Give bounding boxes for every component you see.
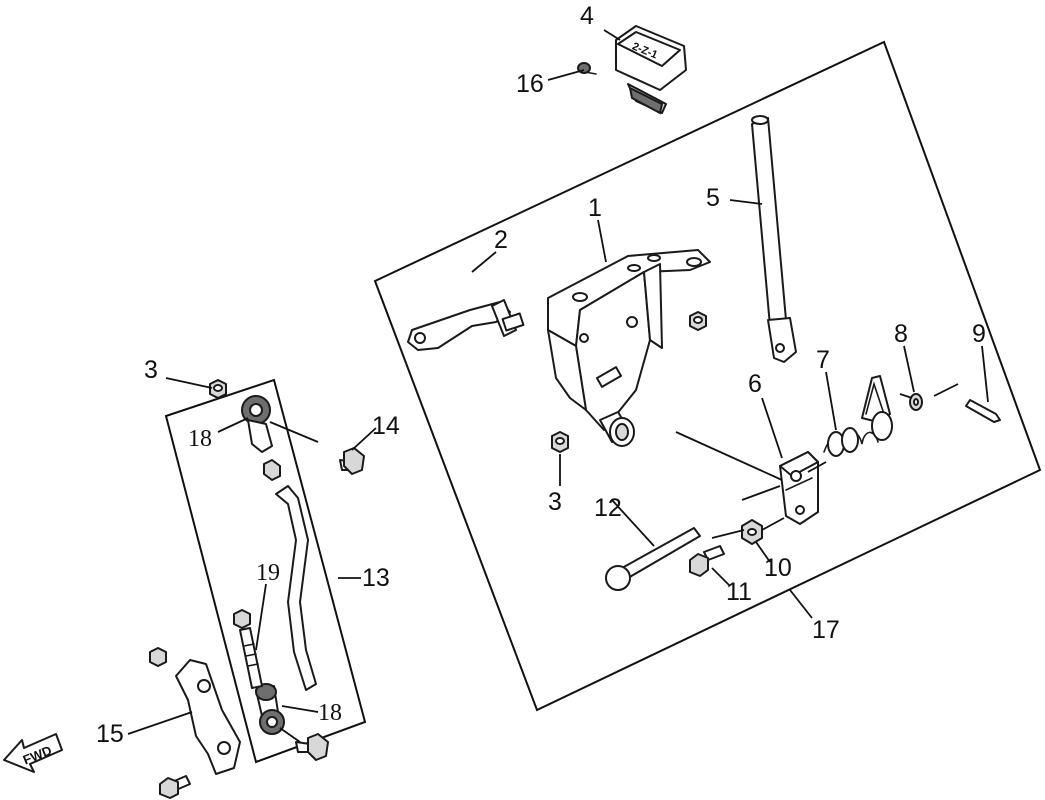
part-13-link-rod [275, 485, 317, 691]
callout-4: 4 [580, 2, 594, 30]
callout-15: 15 [96, 720, 124, 748]
callout-7: 7 [816, 346, 830, 374]
callout-8: 8 [894, 320, 908, 348]
part-5-shift-lever [751, 115, 797, 363]
callout-16: 16 [516, 70, 544, 98]
part-3-nut-linkage [209, 379, 227, 399]
part-19-adjusting-rod [233, 609, 263, 689]
callout-6: 6 [748, 370, 762, 398]
part-10-nut [741, 519, 763, 545]
part-8-washer [909, 393, 923, 411]
callout-11: 11 [726, 578, 752, 606]
callout-18-upper: 18 [188, 426, 212, 452]
part-1-bracket [547, 249, 711, 447]
part-2-shift-arm [407, 299, 525, 351]
assembly-frame-17 [373, 40, 1042, 712]
part-4-shift-knob: 2-Z-1 [615, 25, 687, 115]
part-3-nut-upper [689, 311, 707, 331]
part-9-cotter-pin [965, 399, 1001, 423]
part-3-nut-left-bracket [551, 431, 569, 453]
assembly-leaders [269, 383, 959, 743]
part-12-pivot-pin [605, 527, 701, 591]
forward-direction-arrow: FWD [3, 733, 63, 773]
callout-19: 19 [256, 560, 280, 586]
part-14-bolt [339, 447, 365, 475]
callout-17: 17 [812, 616, 840, 644]
callout-5: 5 [706, 184, 720, 212]
callout-13: 13 [362, 564, 390, 592]
callout-18-lower: 18 [318, 700, 342, 726]
part-6-pivot-block [779, 451, 819, 525]
callout-1: 1 [588, 194, 602, 222]
callout-12: 12 [594, 494, 622, 522]
part-16-screw [577, 62, 597, 75]
callout-10: 10 [764, 554, 792, 582]
callout-3-bracket: 3 [548, 488, 562, 516]
assembly-frame-13 [164, 378, 367, 764]
part-7-spring [823, 375, 893, 457]
part-18-rod-end-lower [255, 683, 285, 735]
callout-14: 14 [372, 412, 400, 440]
part-15-lower-bracket [149, 647, 241, 799]
callout-9: 9 [972, 320, 986, 348]
part-18-rod-end-upper [241, 395, 281, 481]
linkage-lower-bolt [295, 733, 329, 761]
callout-leaders [127, 29, 989, 735]
part-11-bolt [689, 545, 725, 577]
callout-2: 2 [494, 226, 508, 254]
callout-3-upper-left: 3 [144, 356, 158, 384]
